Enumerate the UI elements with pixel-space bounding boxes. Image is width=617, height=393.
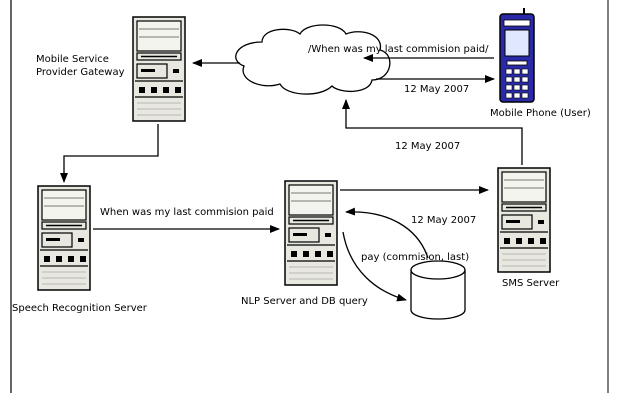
nlp-server-icon	[284, 180, 338, 286]
gateway-label-line2: Provider Gateway	[36, 67, 125, 78]
cloud-network-icon	[235, 24, 391, 95]
arrow-db-to-nlp	[345, 207, 429, 259]
arrow-gateway-to-speech	[60, 124, 159, 183]
db-query-label: pay (commision, last)	[361, 252, 469, 263]
phone-label: Mobile Phone (User)	[490, 108, 591, 119]
gateway-server-icon	[132, 16, 186, 122]
speech-to-nlp-label: When was my last commision paid	[100, 207, 274, 218]
mobile-phone-icon	[499, 8, 535, 103]
speech-server-icon	[37, 185, 91, 291]
sms-to-cloud-label: 12 May 2007	[395, 141, 460, 152]
sms-server-icon	[497, 167, 551, 273]
nlp-server-label: NLP Server and DB query	[241, 296, 368, 307]
arrow-nlp-to-db	[342, 231, 407, 302]
gateway-label-line1: Mobile Service	[36, 54, 109, 65]
speech-server-label: Speech Recognition Server	[12, 303, 148, 314]
database-icon	[410, 260, 466, 320]
db-result-label: 12 May 2007	[411, 215, 476, 226]
reply-to-phone-label: 12 May 2007	[404, 84, 469, 95]
sms-server-label: SMS Server	[502, 278, 560, 289]
query-message-label: /When was my last commision paid/	[308, 44, 489, 55]
arrow-sms-to-cloud	[342, 99, 523, 165]
